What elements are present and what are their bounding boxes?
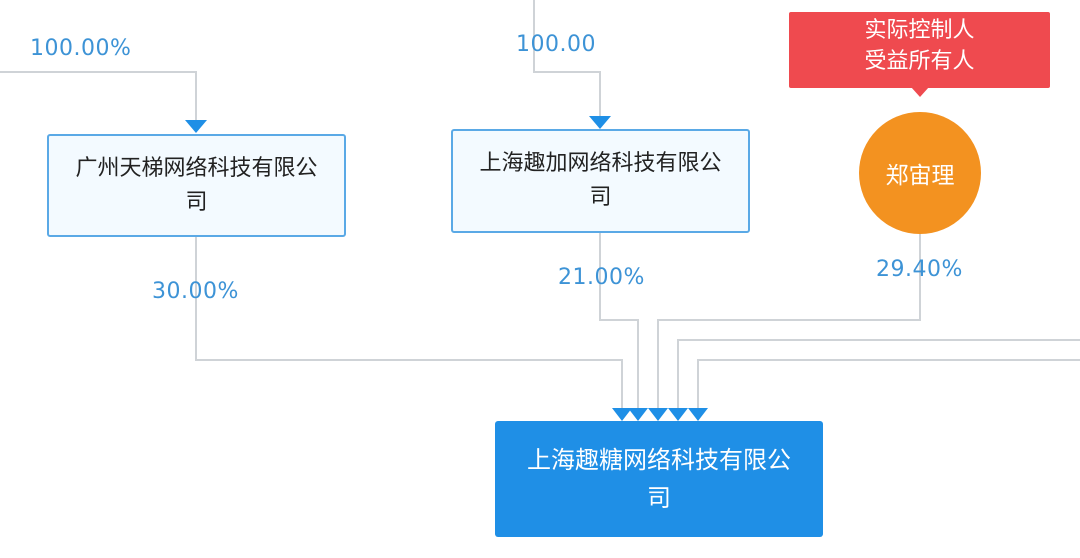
badge-line-beneficial-owner: 受益所有人 xyxy=(864,49,975,74)
arrow-into-target-1 xyxy=(612,408,632,421)
percent-label-top-left: 100.00% xyxy=(30,36,132,61)
person-name: 郑宙理 xyxy=(885,163,955,189)
target-company-node[interactable]: 上海趣糖网络科技有限公司 xyxy=(495,421,823,537)
edge-qujia-to-target xyxy=(599,232,639,408)
percent-label-zheng: 29.40% xyxy=(876,257,963,282)
controller-badge: 实际控制人 受益所有人 xyxy=(789,12,1050,88)
company-node-shanghai-qujia[interactable]: 上海趣加网络科技有限公司 xyxy=(451,129,750,233)
arrow-into-qujia xyxy=(589,116,611,129)
person-node-zheng[interactable]: 郑宙理 xyxy=(859,112,981,234)
company-node-guangzhou[interactable]: 广州天梯网络科技有限公司 xyxy=(47,134,346,237)
edge-guangzhou-to-target xyxy=(195,236,623,408)
badge-line-actual-controller: 实际控制人 xyxy=(864,18,975,43)
arrow-into-target-5 xyxy=(688,408,708,421)
target-company-name: 上海趣糖网络科技有限公司 xyxy=(527,446,791,512)
percent-label-qujia: 21.00% xyxy=(558,265,645,290)
edge-zheng-to-target xyxy=(657,232,921,408)
edge-top-to-qujia xyxy=(533,0,601,116)
arrow-into-target-3 xyxy=(648,408,668,421)
arrow-into-target-2 xyxy=(628,408,648,421)
badge-pointer xyxy=(911,87,929,97)
percent-label-top-middle: 100.00 xyxy=(516,32,596,57)
company-name: 广州天梯网络科技有限公司 xyxy=(75,155,318,215)
percent-label-guangzhou: 30.00% xyxy=(152,279,239,304)
arrow-into-target-4 xyxy=(668,408,688,421)
arrow-into-guangzhou xyxy=(185,120,207,133)
edge-right-upper-to-target xyxy=(677,339,1080,408)
company-name: 上海趣加网络科技有限公司 xyxy=(479,151,722,210)
edge-right-lower-to-target xyxy=(697,359,1080,408)
edge-top-left-to-guangzhou xyxy=(0,71,197,120)
